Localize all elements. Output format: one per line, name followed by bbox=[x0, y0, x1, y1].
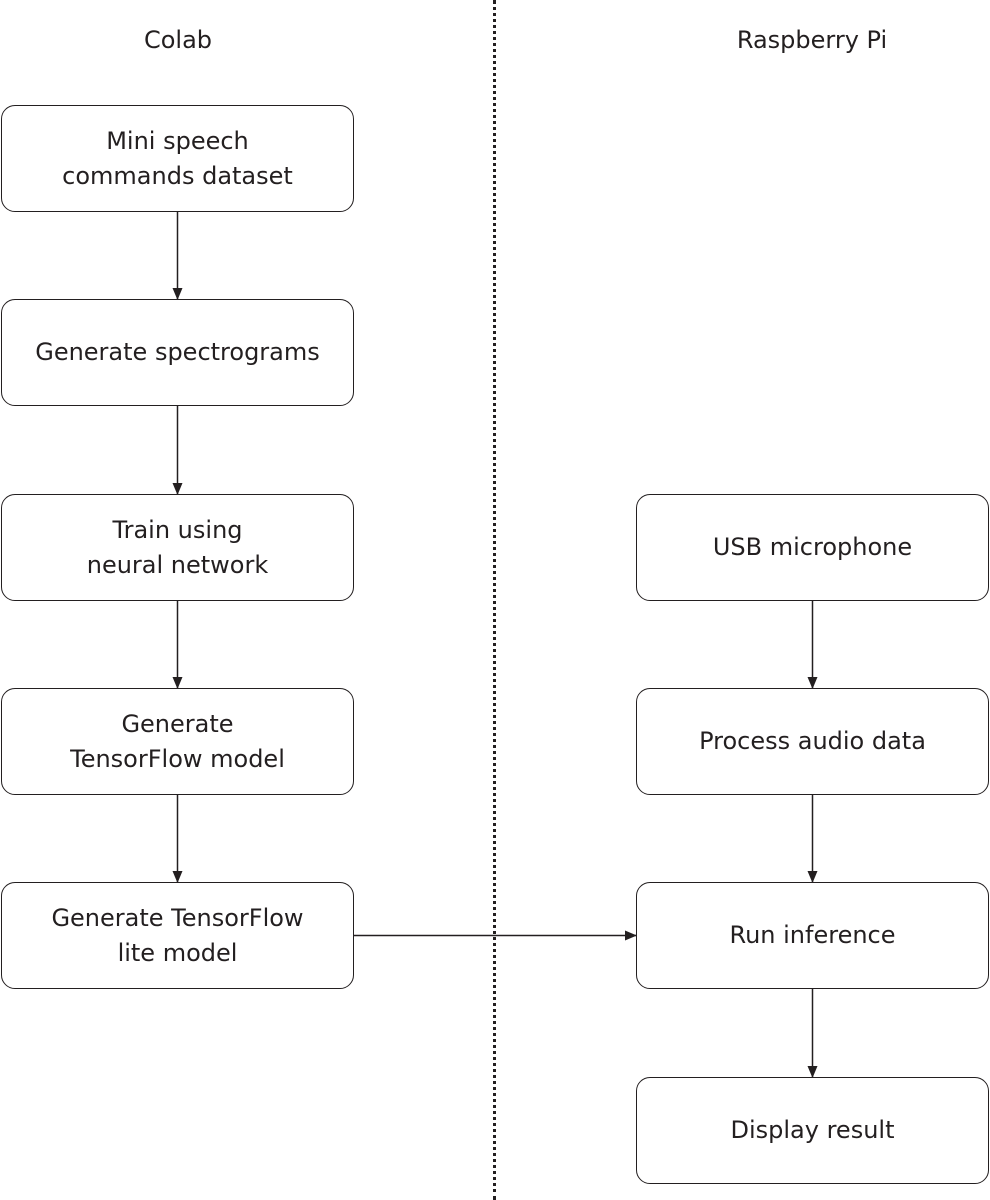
node-process-audio: Process audio data bbox=[636, 688, 989, 795]
lane-heading-raspberry-pi: Raspberry Pi bbox=[736, 26, 888, 54]
node-spectrograms: Generate spectrograms bbox=[1, 299, 354, 406]
node-run-inference: Run inference bbox=[636, 882, 989, 989]
node-tensorflow-lite-model-label: Generate TensorFlow lite model bbox=[51, 903, 304, 967]
node-process-audio-label: Process audio data bbox=[699, 727, 926, 755]
node-dataset-label: Mini speech commands dataset bbox=[62, 126, 293, 190]
node-usb-microphone: USB microphone bbox=[636, 494, 989, 601]
lane-divider bbox=[493, 0, 496, 1200]
node-train: Train using neural network bbox=[1, 494, 354, 601]
node-train-label: Train using neural network bbox=[86, 515, 269, 579]
node-tensorflow-model: Generate TensorFlow model bbox=[1, 688, 354, 795]
lane-heading-colab: Colab bbox=[143, 26, 213, 54]
node-tensorflow-model-label: Generate TensorFlow model bbox=[70, 709, 285, 773]
node-display-result: Display result bbox=[636, 1077, 989, 1184]
node-run-inference-label: Run inference bbox=[729, 921, 896, 949]
node-spectrograms-label: Generate spectrograms bbox=[35, 338, 320, 366]
node-usb-microphone-label: USB microphone bbox=[712, 533, 913, 561]
node-tensorflow-lite-model: Generate TensorFlow lite model bbox=[1, 882, 354, 989]
node-dataset: Mini speech commands dataset bbox=[1, 105, 354, 212]
node-display-result-label: Display result bbox=[730, 1116, 895, 1144]
